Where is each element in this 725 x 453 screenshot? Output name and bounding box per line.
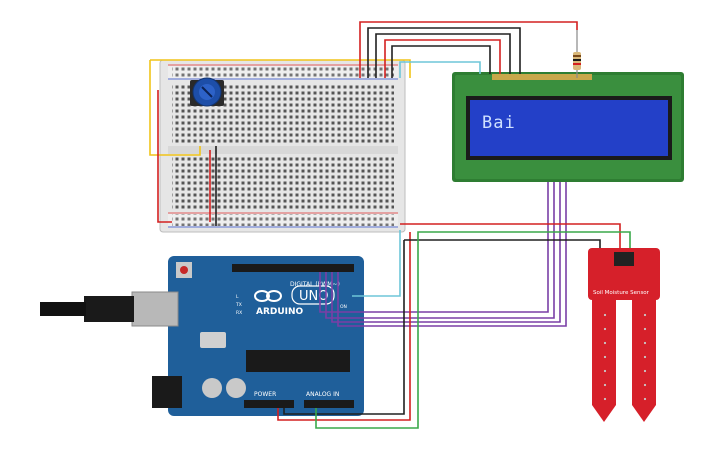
label-rx: RX bbox=[236, 310, 242, 316]
wire-purple bbox=[337, 182, 567, 327]
lcd-text: Bai bbox=[482, 113, 516, 133]
wire-black bbox=[391, 45, 491, 78]
microcontroller-chip bbox=[246, 350, 350, 372]
usb-port bbox=[131, 291, 179, 327]
resistor bbox=[573, 30, 581, 78]
label-tx: TX bbox=[235, 302, 242, 308]
wire-red bbox=[359, 21, 578, 78]
wire-purple bbox=[331, 182, 561, 323]
soil-moisture-sensor: Soil Moisture Sensor bbox=[588, 248, 660, 422]
wires bbox=[149, 21, 631, 429]
wire-red bbox=[400, 223, 621, 248]
potentiometer[interactable] bbox=[190, 77, 224, 107]
wire-red bbox=[277, 232, 411, 421]
power-jack bbox=[152, 376, 182, 408]
wire-black bbox=[283, 239, 601, 415]
wire-black bbox=[375, 33, 511, 78]
label-digital: DIGITAL (PWM~) bbox=[290, 281, 340, 288]
wire-purple bbox=[325, 182, 555, 319]
lcd-screen bbox=[470, 100, 668, 156]
label-analog: ANALOG IN bbox=[306, 391, 339, 398]
wire-green bbox=[315, 231, 631, 429]
capacitor bbox=[202, 378, 222, 398]
arduino-uno-board: DIGITAL (PWM~) ARDUINO UNO TX RX L ON PO… bbox=[40, 256, 364, 416]
analog-header bbox=[304, 400, 354, 408]
digital-header bbox=[232, 264, 354, 272]
arduino-logo bbox=[254, 290, 282, 302]
lcd-display: Bai bbox=[452, 72, 684, 182]
wire-red bbox=[157, 90, 172, 223]
model-label: UNO bbox=[299, 289, 328, 304]
usb-cable bbox=[84, 296, 134, 322]
wire-red bbox=[384, 39, 501, 78]
label-power: POWER bbox=[254, 391, 276, 398]
sensor-label: Soil Moisture Sensor bbox=[593, 290, 650, 296]
wire-purple bbox=[319, 182, 549, 313]
wire-black bbox=[367, 27, 521, 78]
lcd-pin-header bbox=[492, 74, 592, 80]
wire-cyan bbox=[352, 61, 481, 297]
capacitor bbox=[226, 378, 246, 398]
label-l: L bbox=[236, 294, 239, 300]
brand-label: ARDUINO bbox=[256, 307, 304, 317]
label-on: ON bbox=[340, 304, 347, 310]
wire-yellow bbox=[149, 59, 411, 156]
power-header bbox=[244, 400, 294, 408]
